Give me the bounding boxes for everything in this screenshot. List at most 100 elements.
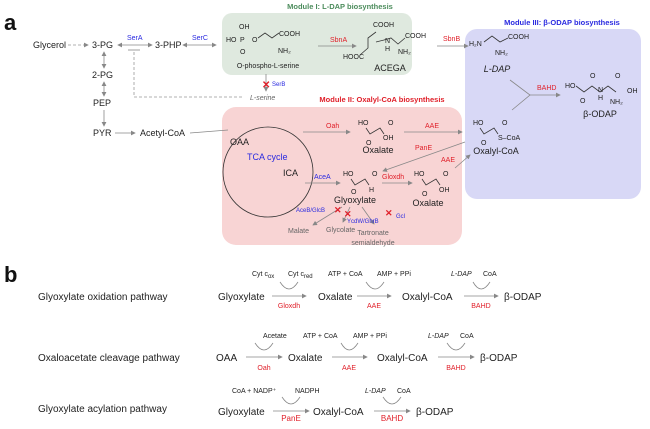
svg-text:Acetate: Acetate	[263, 333, 287, 340]
svg-text:H: H	[385, 46, 390, 53]
svg-text:O: O	[422, 191, 428, 198]
beta-odap-structure: HO O O N H O OH NH₂	[565, 73, 638, 106]
svg-text:CoA: CoA	[460, 333, 474, 340]
ica: ICA	[283, 168, 298, 178]
enzyme-sera: SerA	[127, 35, 143, 42]
svg-text:Cyt cox: Cyt cox	[252, 271, 274, 280]
svg-text:Glyoxylate: Glyoxylate	[218, 292, 265, 303]
enzyme-aceb-glcb: AceB/GlcB	[296, 208, 325, 214]
svg-text:HOOC: HOOC	[343, 54, 364, 61]
enzyme-pane: PanE	[415, 145, 432, 152]
svg-text:Oxalate: Oxalate	[318, 292, 353, 303]
panel-label-b: b	[4, 262, 17, 287]
svg-text:Oxalyl-CoA: Oxalyl-CoA	[377, 353, 428, 364]
svg-text:BAHD: BAHD	[471, 303, 490, 310]
svg-text:Gloxdh: Gloxdh	[278, 303, 300, 310]
3-pg: 3-PG	[92, 40, 113, 50]
svg-text:NH₂: NH₂	[495, 50, 508, 57]
svg-text:L-DAP: L-DAP	[451, 271, 472, 278]
panel-label-a: a	[4, 10, 17, 35]
svg-text:H: H	[598, 95, 603, 102]
svg-text:NH₂: NH₂	[610, 99, 623, 106]
svg-text:OH: OH	[383, 135, 394, 142]
svg-text:O: O	[366, 140, 372, 147]
svg-text:O: O	[502, 120, 508, 127]
oaa: OAA	[230, 137, 249, 147]
3-php: 3-PHP	[155, 40, 182, 50]
enzyme-aae-1: AAE	[425, 123, 439, 130]
glyoxylate-structure: HO O O H	[343, 171, 378, 196]
svg-text:NADPH: NADPH	[295, 388, 320, 395]
pep: PEP	[93, 98, 111, 108]
oxalyl-coa: Oxalyl-CoA	[473, 146, 519, 156]
svg-text:HO: HO	[473, 120, 484, 127]
enzyme-oah: Oah	[326, 123, 339, 130]
l-serine: L-serine	[250, 95, 275, 102]
knockout-x-icon: ✕	[262, 80, 270, 91]
bahd-enzyme-label: BAHD	[381, 414, 403, 423]
l-dap-structure: H₂N COOH NH₂	[469, 34, 529, 57]
svg-text:CoA: CoA	[483, 271, 497, 278]
acetyl-coa: Acetyl-CoA	[140, 128, 185, 138]
svg-text:Oxaloacetate cleavage pathway: Oxaloacetate cleavage pathway	[38, 353, 180, 364]
svg-text:AMP + PPi: AMP + PPi	[353, 333, 387, 340]
pathway-row-glyoxylate-acylation: Glyoxylate acylation pathway Glyoxylate …	[38, 388, 454, 423]
enzyme-gcl: Gcl	[396, 214, 405, 220]
enzyme-serc: SerC	[192, 35, 208, 42]
svg-text:H₂N: H₂N	[469, 41, 482, 48]
svg-text:NH₂: NH₂	[398, 49, 411, 56]
beta-odap: β-ODAP	[583, 109, 617, 119]
svg-text:HO: HO	[358, 120, 369, 127]
svg-text:AAE: AAE	[367, 303, 381, 310]
svg-text:OH: OH	[239, 24, 250, 31]
knockout-x-icon: ✕	[334, 205, 342, 215]
svg-text:AAE: AAE	[342, 365, 356, 372]
svg-text:S–CoA: S–CoA	[498, 135, 521, 142]
svg-text:β-ODAP: β-ODAP	[416, 407, 454, 418]
glycolate: Glycolate	[326, 227, 355, 234]
svg-text:NH₂: NH₂	[278, 48, 291, 55]
svg-text:Oah: Oah	[257, 365, 270, 372]
enzyme-sbnb: SbnB	[443, 36, 460, 43]
svg-text:CoA: CoA	[397, 388, 411, 395]
module-2-title: Module II: Oxalyl-CoA biosynthesis	[319, 95, 444, 104]
oxalate-2-structure: HO O O OH	[414, 171, 450, 198]
2-pg: 2-PG	[92, 70, 113, 80]
svg-text:L-DAP: L-DAP	[428, 333, 449, 340]
svg-text:O: O	[580, 98, 586, 105]
module-3-box	[465, 29, 641, 199]
svg-text:O: O	[240, 49, 246, 56]
svg-text:COOH: COOH	[279, 31, 300, 38]
knockout-x-icon: ✕	[344, 209, 352, 219]
pathway-row-glyoxylate-oxidation: Glyoxylate oxidation pathway Glyoxylate …	[38, 271, 542, 310]
svg-text:Glyoxylate oxidation pathway: Glyoxylate oxidation pathway	[38, 292, 168, 303]
svg-text:COOH: COOH	[508, 34, 529, 41]
pyr: PYR	[93, 128, 112, 138]
svg-text:COOH: COOH	[373, 22, 394, 29]
svg-text:O: O	[615, 73, 621, 80]
svg-text:O: O	[590, 73, 596, 80]
svg-text:P: P	[240, 37, 245, 44]
pathway-row-oxaloacetate-cleavage: Oxaloacetate cleavage pathway OAA Oxalat…	[38, 333, 518, 372]
svg-text:Glyoxylate acylation pathway: Glyoxylate acylation pathway	[38, 404, 167, 415]
svg-text:Oxalyl-CoA: Oxalyl-CoA	[402, 292, 453, 303]
svg-text:Glyoxylate: Glyoxylate	[218, 407, 265, 418]
tartronate-semialdehyde-2: semialdehyde	[351, 240, 394, 247]
svg-text:Oxalyl-CoA: Oxalyl-CoA	[313, 407, 364, 418]
svg-text:OAA: OAA	[216, 353, 237, 364]
enzyme-bahd: BAHD	[537, 85, 556, 92]
svg-text:ATP + CoA: ATP + CoA	[303, 333, 338, 340]
module-3-title: Module III: β-ODAP biosynthesis	[504, 18, 620, 27]
tca-cycle-circle	[222, 126, 314, 218]
svg-text:O: O	[443, 171, 449, 178]
pane-enzyme-label: PanE	[281, 414, 301, 423]
enzyme-gloxdh: Gloxdh	[382, 174, 404, 181]
svg-text:ATP + CoA: ATP + CoA	[328, 271, 363, 278]
svg-text:BAHD: BAHD	[446, 365, 465, 372]
module-2-box	[222, 107, 462, 245]
svg-text:Cyt cred: Cyt cred	[288, 271, 313, 280]
svg-text:HO: HO	[414, 171, 425, 178]
oxalyl-coa-structure: HO O O S–CoA	[473, 120, 521, 147]
svg-text:OH: OH	[439, 187, 450, 194]
